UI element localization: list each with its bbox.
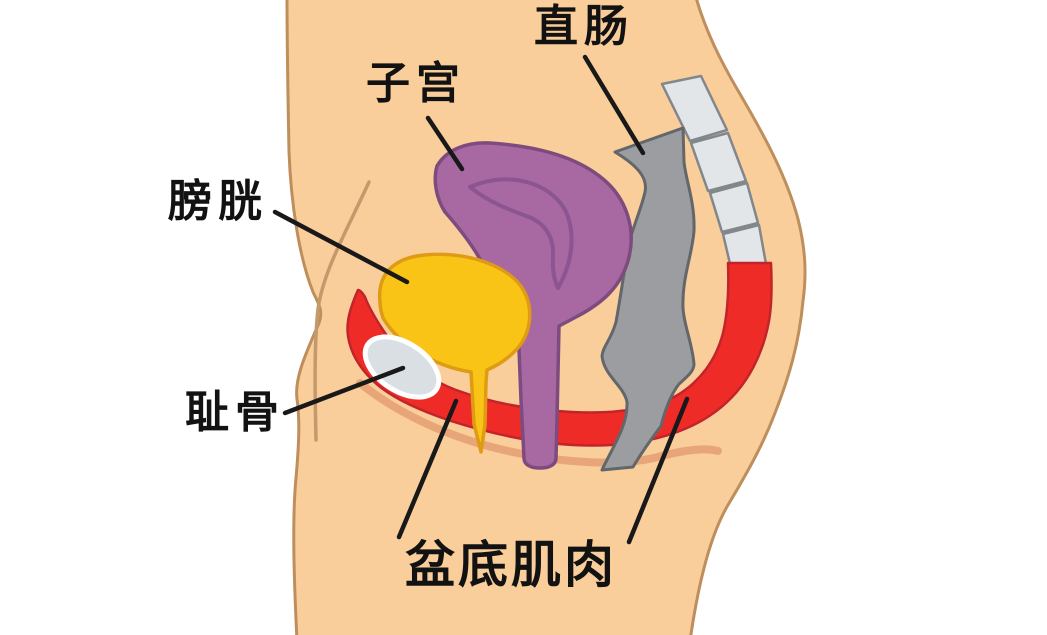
leader-line-bladder — [272, 209, 410, 285]
gluteal-fold-line — [356, 379, 722, 467]
label-uterus: 子宫 — [366, 58, 466, 109]
leader-line-rectum — [582, 54, 646, 156]
leader-line-uterus — [425, 115, 465, 172]
leader-line-pelvic-floor-left — [396, 398, 459, 540]
leader-line-pubic-bone — [282, 365, 406, 416]
sacrum-coccyx-segments — [660, 74, 768, 270]
label-pubic-bone: 耻骨 — [185, 387, 285, 438]
label-pelvic-floor-muscles: 盆底肌肉 — [405, 536, 617, 594]
leader-line-pelvic-floor-right — [626, 396, 690, 545]
bladder-shape — [377, 252, 532, 454]
uterine-cavity-line — [468, 177, 574, 290]
label-bladder: 膀胱 — [168, 176, 268, 227]
abdominal-crease-line — [313, 180, 371, 442]
label-rectum: 直肠 — [534, 1, 634, 52]
